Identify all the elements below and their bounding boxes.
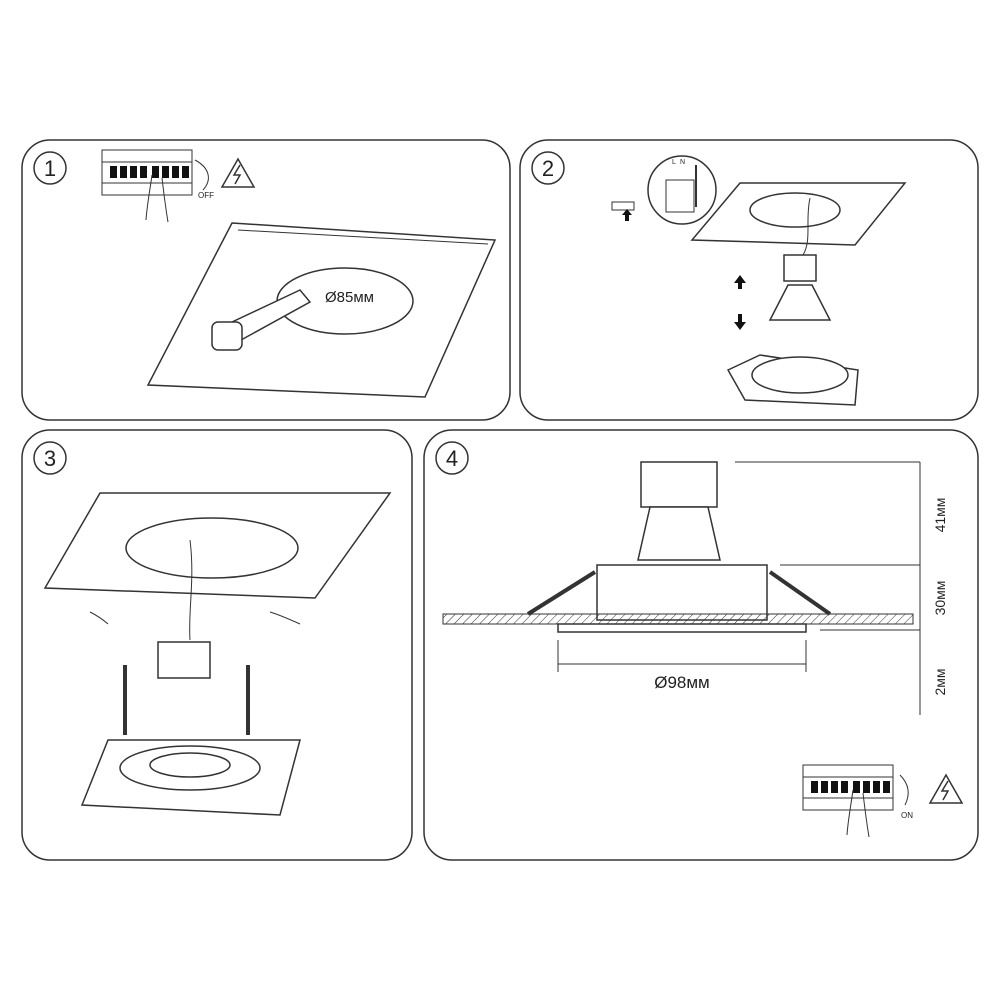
lamp-socket	[157, 641, 211, 679]
step-2-panel: 2 L N	[519, 139, 979, 421]
fixture-frame	[726, 354, 859, 406]
switch-arrow-icon	[194, 159, 209, 191]
lamp-socket	[783, 254, 817, 282]
thickness-dimension: 2мм	[932, 668, 948, 695]
lamp-socket	[640, 461, 718, 508]
ceiling-panel	[146, 222, 497, 398]
fixture-body	[596, 564, 768, 621]
height-dimension: 41мм	[932, 498, 948, 533]
step-number: 1	[44, 156, 56, 181]
hole-diameter-label: Ø85мм	[325, 289, 374, 306]
step-number: 2	[542, 156, 554, 181]
ceiling-panel	[690, 182, 907, 246]
step-1-panel: 1 OFF Ø85мм	[21, 139, 511, 421]
step-number: 4	[446, 446, 458, 471]
depth-dimension: 30мм	[932, 581, 948, 616]
neutral-terminal-label: N	[680, 159, 685, 166]
off-label: OFF	[198, 191, 214, 200]
diameter-dimension: Ø98мм	[654, 673, 710, 692]
step-3-panel: 3	[21, 429, 413, 861]
connector-icon	[611, 201, 635, 211]
up-arrow-icon	[622, 209, 632, 221]
switch-arrow-icon	[899, 774, 909, 806]
up-arrow-icon	[734, 275, 746, 289]
terminal-block-zoom	[647, 155, 717, 225]
step-number: 3	[44, 446, 56, 471]
step-4-panel: 4 41мм 30мм 2мм Ø98мм ON	[423, 429, 979, 861]
high-voltage-warning-icon	[929, 774, 963, 804]
ceiling-section	[442, 613, 914, 625]
spring-clips	[526, 570, 832, 616]
step-number-badge	[33, 151, 67, 185]
lamp-bulb	[768, 284, 832, 321]
ceiling-panel	[43, 492, 392, 599]
breaker-panel-icon	[101, 149, 193, 223]
spring-clips	[123, 665, 250, 735]
on-label: ON	[901, 811, 913, 820]
down-arrow-icon	[734, 314, 746, 330]
high-voltage-warning-icon	[221, 158, 255, 188]
breaker-panel-icon	[802, 764, 894, 838]
live-terminal-label: L	[672, 159, 676, 166]
